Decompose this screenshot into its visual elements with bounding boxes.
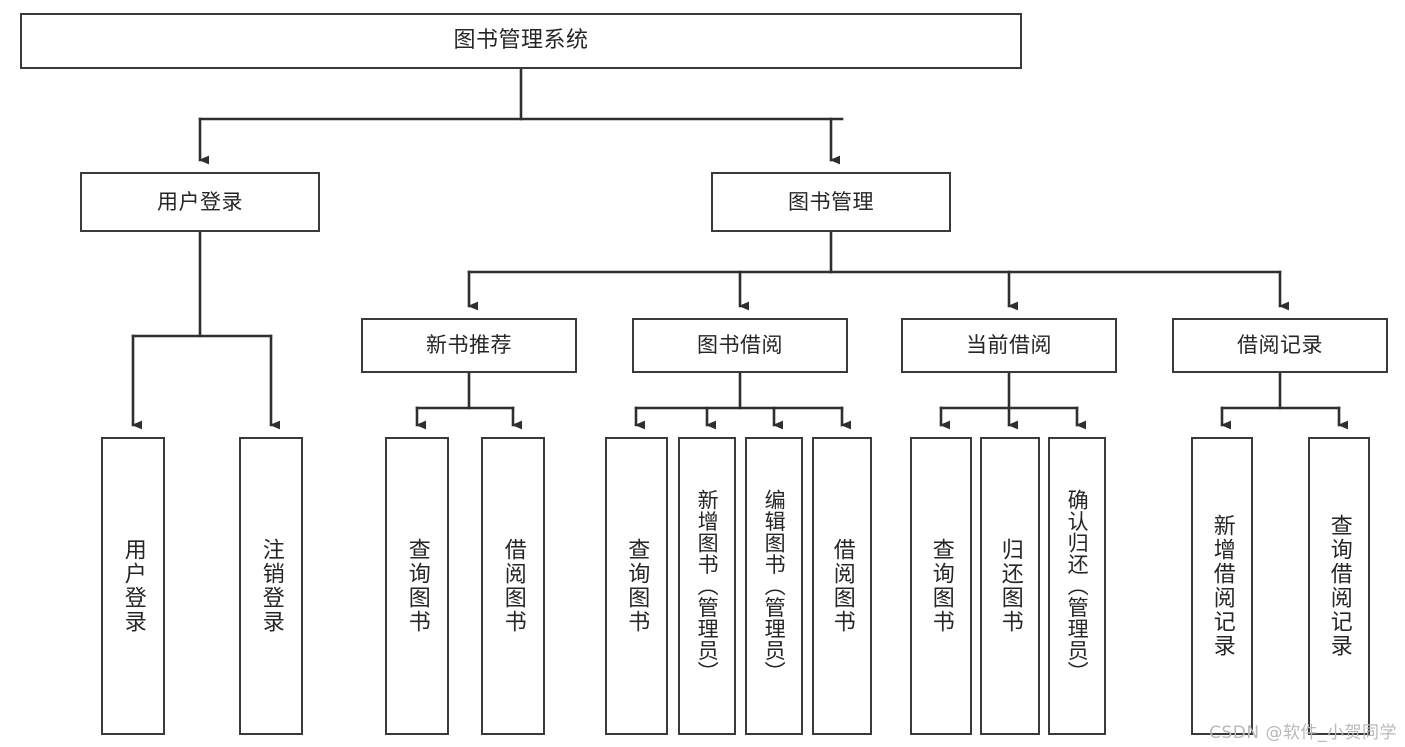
node-label: 归还图书	[997, 538, 1023, 634]
node-root-book-management-system[interactable]: 图书管理系统	[20, 13, 1022, 69]
node-label: 新增图书（管理员）	[695, 489, 720, 683]
node-user-login[interactable]: 用户登录	[80, 172, 320, 232]
leaf-current-borrow-return-book[interactable]: 归还图书	[980, 437, 1040, 735]
node-label: 借阅记录	[1237, 333, 1323, 358]
node-new-book-recommend[interactable]: 新书推荐	[361, 318, 577, 373]
node-label: 图书管理	[788, 189, 874, 214]
node-label: 借阅图书	[829, 538, 855, 634]
leaf-current-borrow-confirm-return-admin[interactable]: 确认归还（管理员）	[1048, 437, 1106, 735]
node-label: 查询图书	[928, 538, 954, 634]
leaf-borrow-record-query-record[interactable]: 查询借阅记录	[1308, 437, 1370, 735]
leaf-book-borrow-query-book[interactable]: 查询图书	[605, 437, 668, 735]
leaf-book-borrow-add-book-admin[interactable]: 新增图书（管理员）	[678, 437, 736, 735]
node-label: 新增借阅记录	[1209, 514, 1235, 658]
node-label: 当前借阅	[966, 333, 1052, 358]
node-label: 查询图书	[624, 538, 650, 634]
node-label: 用户登录	[120, 538, 146, 634]
leaf-book-borrow-borrow-book[interactable]: 借阅图书	[812, 437, 872, 735]
leaf-borrow-record-add-record[interactable]: 新增借阅记录	[1191, 437, 1253, 735]
leaf-book-borrow-edit-book-admin[interactable]: 编辑图书（管理员）	[745, 437, 803, 735]
node-label: 确认归还（管理员）	[1065, 489, 1090, 683]
node-borrow-record[interactable]: 借阅记录	[1172, 318, 1388, 373]
leaf-new-book-borrow-book[interactable]: 借阅图书	[481, 437, 545, 735]
leaf-current-borrow-query-book[interactable]: 查询图书	[910, 437, 972, 735]
csdn-watermark: CSDN @软件_小贺同学	[1209, 723, 1397, 743]
node-book-management[interactable]: 图书管理	[711, 172, 951, 232]
node-label: 编辑图书（管理员）	[762, 489, 787, 683]
node-label: 图书借阅	[697, 333, 783, 358]
leaf-user-login-signin[interactable]: 用户登录	[101, 437, 165, 735]
leaf-new-book-query-book[interactable]: 查询图书	[385, 437, 449, 735]
leaf-user-login-signout[interactable]: 注销登录	[239, 437, 303, 735]
node-book-borrow[interactable]: 图书借阅	[632, 318, 848, 373]
node-label: 查询图书	[404, 538, 430, 634]
node-label: 图书管理系统	[453, 28, 589, 54]
node-label: 查询借阅记录	[1326, 514, 1352, 658]
node-label: 用户登录	[157, 189, 243, 214]
node-label: 注销登录	[258, 538, 284, 634]
node-current-borrow[interactable]: 当前借阅	[901, 318, 1117, 373]
node-label: 新书推荐	[426, 333, 512, 358]
node-label: 借阅图书	[500, 538, 526, 634]
